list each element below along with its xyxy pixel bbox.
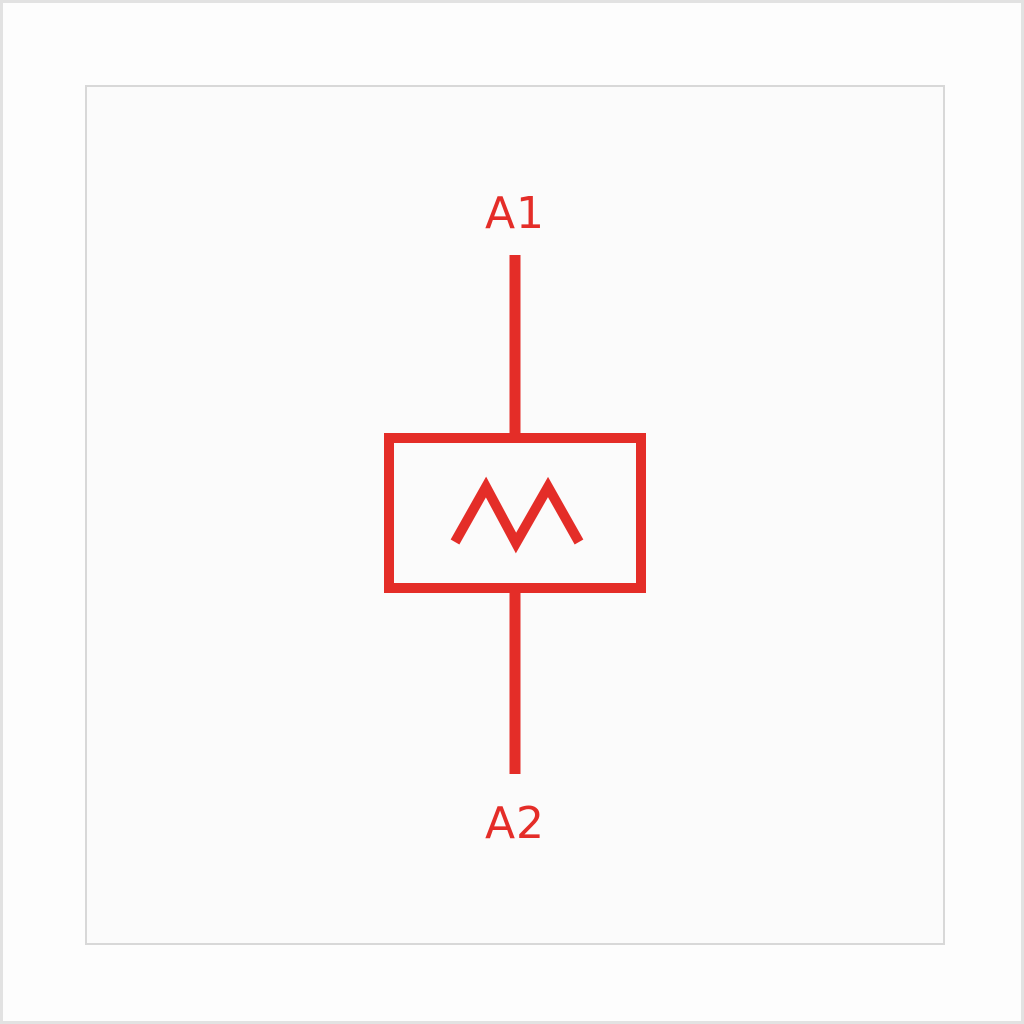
relay-coil-symbol: [384, 255, 646, 774]
coil-body: [384, 433, 646, 593]
coil-zigzag-icon: [450, 476, 584, 554]
diagram-frame: [85, 85, 945, 945]
terminal-label-a1: A1: [484, 188, 546, 239]
terminal-label-a2: A2: [484, 798, 546, 849]
